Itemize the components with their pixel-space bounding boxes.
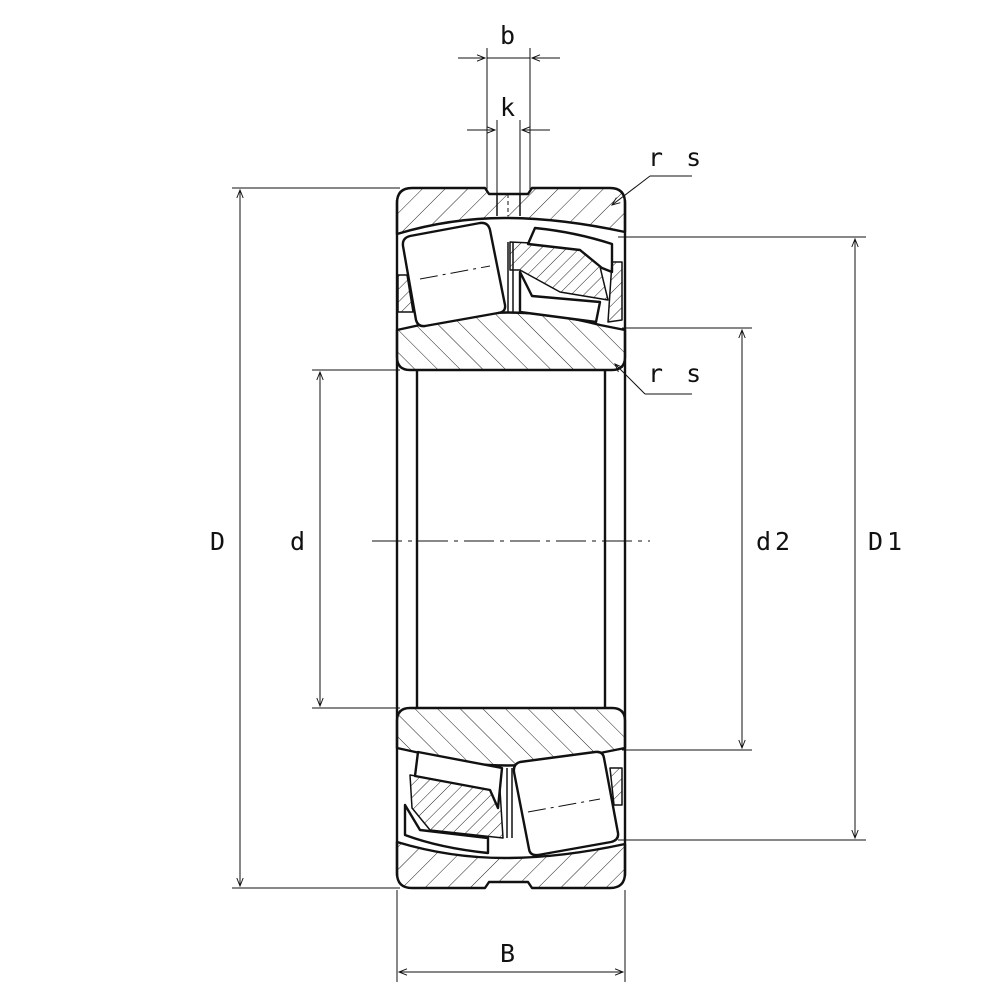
- side-ring-lower-right: [609, 767, 623, 806]
- label-B: B: [500, 939, 519, 968]
- label-d: d: [290, 527, 309, 556]
- roller-lower-left-lower: [403, 803, 490, 855]
- label-rs-top: r s: [648, 143, 705, 172]
- roller-upper-right: [526, 226, 614, 274]
- dimension-B: [396, 890, 626, 982]
- roller-lower-right: [512, 750, 620, 857]
- side-ring-upper-right: [607, 261, 623, 323]
- label-rs-bottom: r s: [648, 359, 705, 388]
- label-b: b: [500, 21, 519, 50]
- roller-lower-left-upper: [413, 750, 504, 810]
- bore: [395, 200, 627, 876]
- roller-upper-left: [401, 221, 507, 328]
- dimension-D1: [618, 236, 866, 841]
- dimension-b: [458, 48, 560, 192]
- label-d2: d2: [756, 527, 794, 556]
- label-D1: D1: [868, 527, 906, 556]
- lube-hole: [496, 194, 521, 216]
- label-D: D: [210, 527, 229, 556]
- roller-upper-right-lower: [518, 270, 602, 324]
- outer-ring-top: [395, 186, 627, 236]
- dimension-D: [232, 187, 400, 889]
- label-k: k: [500, 93, 519, 122]
- dimension-d2: [622, 327, 752, 751]
- dimension-d: [312, 369, 400, 709]
- outer-ring-bottom: [395, 840, 627, 890]
